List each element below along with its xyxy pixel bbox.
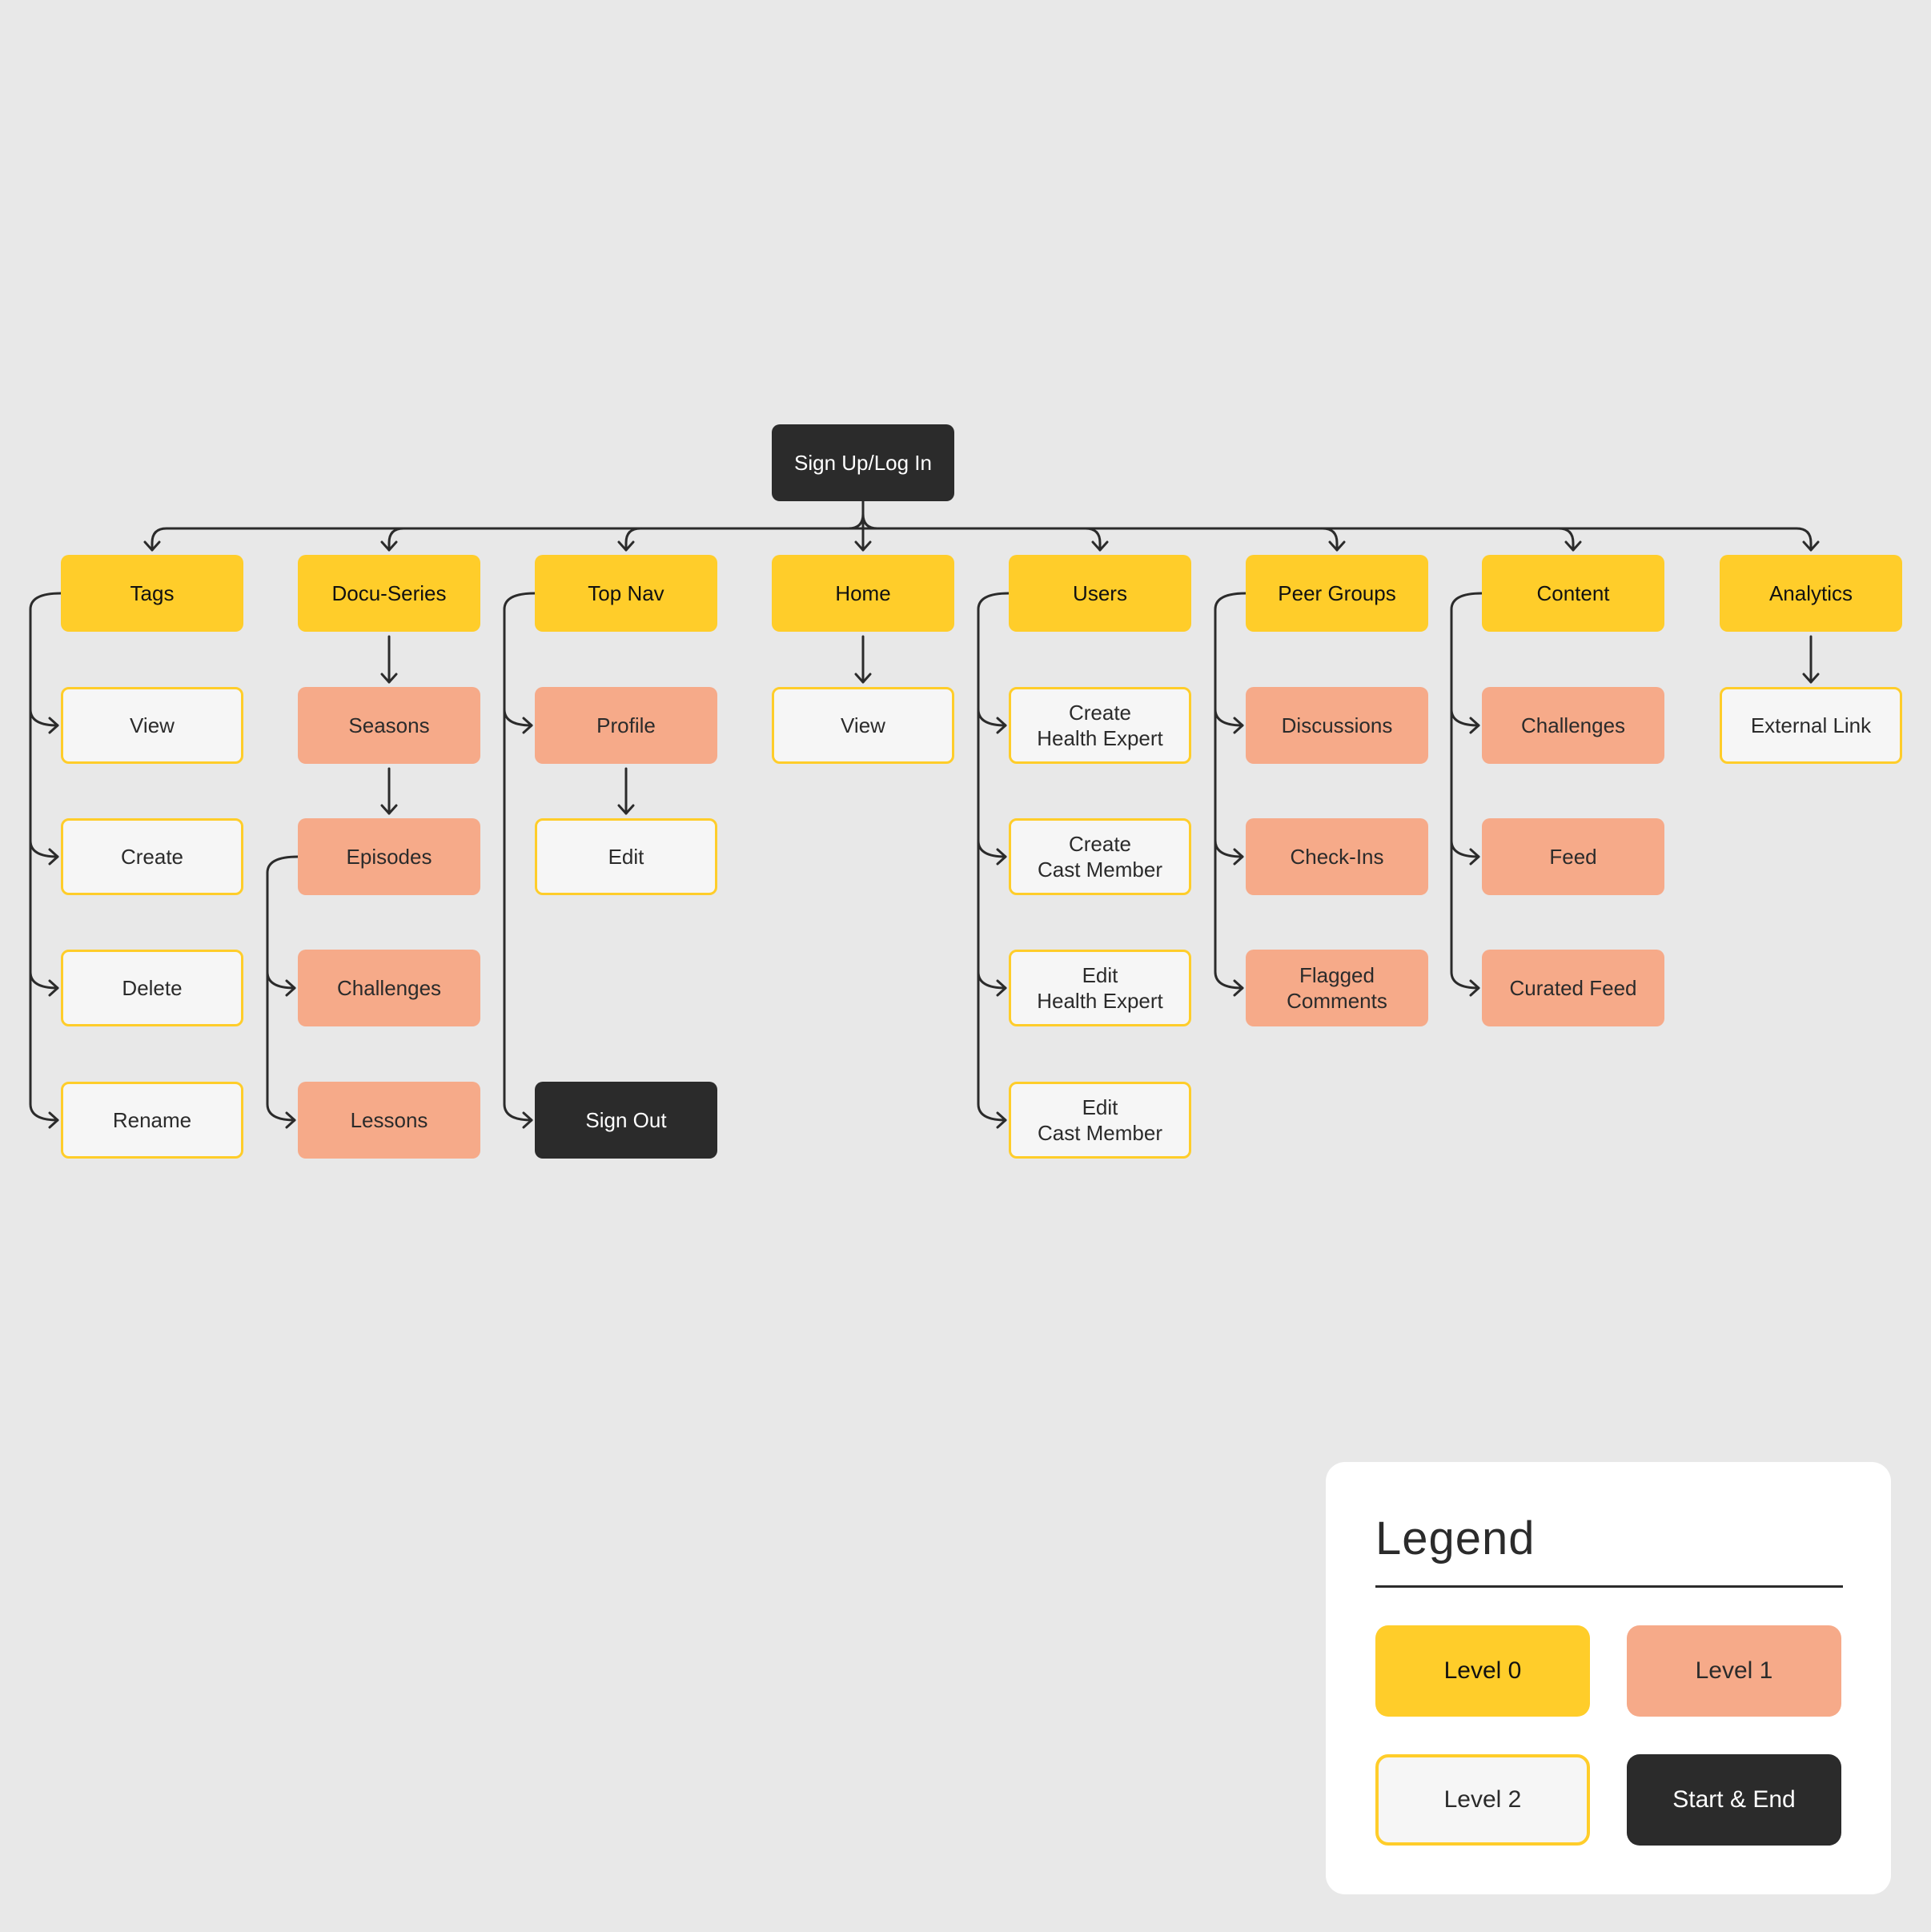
node-analytics[interactable]: Analytics	[1720, 555, 1902, 632]
node-feed[interactable]: Feed	[1482, 818, 1664, 895]
connector-content-spine	[1450, 592, 1483, 990]
connector-users-branch-1	[977, 839, 1007, 858]
connector-tags-branch-2	[29, 970, 59, 990]
connector-root-join-right	[861, 512, 879, 530]
legend-level-1: Level 1	[1627, 1625, 1841, 1717]
arrow-root-2	[617, 540, 635, 552]
connector-profile-edit-arrow	[617, 804, 635, 815]
legend-start-end: Start & End	[1627, 1754, 1841, 1846]
connector-users-branch-0	[977, 708, 1007, 727]
arrow-root-7	[1802, 540, 1820, 552]
connector-episodes-arrow-1	[285, 1111, 296, 1129]
connector-topnav-branch-0	[503, 708, 533, 727]
connector-content-arrow-2	[1469, 979, 1480, 997]
connector-peer-arrow-1	[1233, 848, 1244, 866]
legend-level-2: Level 2	[1375, 1754, 1590, 1846]
node-peer-groups[interactable]: Peer Groups	[1246, 555, 1428, 632]
connector-seasons-episodes-arrow	[380, 804, 398, 815]
connector-tags-arrow-2	[48, 979, 59, 997]
node-tags[interactable]: Tags	[61, 555, 243, 632]
node-docu-series[interactable]: Docu-Series	[298, 555, 480, 632]
connector-root-5	[1321, 527, 1339, 552]
node-curated-feed[interactable]: Curated Feed	[1482, 950, 1664, 1026]
node-sign-out[interactable]: Sign Out	[535, 1082, 717, 1159]
node-edit-cast-member[interactable]: Edit Cast Member	[1009, 1082, 1191, 1159]
connector-root-7	[1795, 527, 1813, 552]
connector-tags-arrow-3	[48, 1111, 59, 1129]
node-sign-up-log-in[interactable]: Sign Up/Log In	[772, 424, 954, 501]
connector-tags-branch-0	[29, 708, 59, 727]
node-content[interactable]: Content	[1482, 555, 1664, 632]
connector-tags-branch-1	[29, 839, 59, 858]
connector-topnav-arrow-0	[522, 717, 533, 734]
connector-tags-arrow-1	[48, 848, 59, 866]
node-home-view[interactable]: View	[772, 687, 954, 764]
node-home[interactable]: Home	[772, 555, 954, 632]
arrow-root-3	[854, 540, 872, 552]
node-docu-challenges[interactable]: Challenges	[298, 950, 480, 1026]
connector-episodes-arrow-0	[285, 979, 296, 997]
connector-root-4	[1084, 527, 1102, 552]
node-episodes[interactable]: Episodes	[298, 818, 480, 895]
connector-root-6	[1557, 527, 1575, 552]
connector-topnav-spine	[503, 592, 536, 1122]
connector-users-spine	[977, 592, 1010, 1122]
node-top-nav[interactable]: Top Nav	[535, 555, 717, 632]
node-tags-delete[interactable]: Delete	[61, 950, 243, 1026]
node-check-ins[interactable]: Check-Ins	[1246, 818, 1428, 895]
connector-tags-spine	[29, 592, 62, 1122]
arrow-root-1	[380, 540, 398, 552]
arrow-root-4	[1091, 540, 1109, 552]
legend-title: Legend	[1375, 1512, 1536, 1564]
connector-peer-arrow-0	[1233, 717, 1244, 734]
connector-users-arrow-2	[996, 979, 1007, 997]
node-users[interactable]: Users	[1009, 555, 1191, 632]
connector-content-branch-0	[1450, 708, 1480, 727]
node-create-health-expert[interactable]: Create Health Expert	[1009, 687, 1191, 764]
connector-content-arrow-1	[1469, 848, 1480, 866]
connector-peer-arrow-2	[1233, 979, 1244, 997]
connector-root-join-left	[847, 512, 865, 530]
connector-users-arrow-0	[996, 717, 1007, 734]
connector-root-0	[151, 527, 168, 552]
node-edit-health-expert[interactable]: Edit Health Expert	[1009, 950, 1191, 1026]
connector-topnav-arrow-1	[522, 1111, 533, 1129]
connector-peer-branch-1	[1214, 839, 1244, 858]
node-lessons[interactable]: Lessons	[298, 1082, 480, 1159]
node-profile-edit[interactable]: Edit	[535, 818, 717, 895]
node-create-cast-member[interactable]: Create Cast Member	[1009, 818, 1191, 895]
node-content-challenges[interactable]: Challenges	[1482, 687, 1664, 764]
connector-episodes-branch-0	[266, 970, 296, 990]
node-external-link[interactable]: External Link	[1720, 687, 1902, 764]
node-discussions[interactable]: Discussions	[1246, 687, 1428, 764]
connector-episodes-spine	[266, 855, 299, 1122]
connector-docu-seasons-arrow	[380, 673, 398, 684]
legend-level-0: Level 0	[1375, 1625, 1590, 1717]
legend-panel: Legend Level 0 Level 1 Level 2 Start & E…	[1326, 1462, 1891, 1894]
connector-users-branch-2	[977, 970, 1007, 990]
connector-peer-spine	[1214, 592, 1247, 990]
node-flagged-comments[interactable]: Flagged Comments	[1246, 950, 1428, 1026]
node-seasons[interactable]: Seasons	[298, 687, 480, 764]
legend-divider	[1375, 1585, 1843, 1588]
arrow-root-0	[143, 540, 161, 552]
arrow-root-6	[1564, 540, 1582, 552]
node-tags-create[interactable]: Create	[61, 818, 243, 895]
connector-users-arrow-1	[996, 848, 1007, 866]
connector-content-arrow-0	[1469, 717, 1480, 734]
connector-root-1	[387, 527, 405, 552]
connector-tags-arrow-0	[48, 717, 59, 734]
node-profile[interactable]: Profile	[535, 687, 717, 764]
node-tags-view[interactable]: View	[61, 687, 243, 764]
connector-analytics-link-arrow	[1802, 673, 1820, 684]
connector-peer-branch-0	[1214, 708, 1244, 727]
connector-home-view-arrow	[854, 673, 872, 684]
connector-content-branch-1	[1450, 839, 1480, 858]
node-tags-rename[interactable]: Rename	[61, 1082, 243, 1159]
arrow-root-5	[1328, 540, 1346, 552]
connector-users-arrow-3	[996, 1111, 1007, 1129]
connector-root-2	[624, 527, 642, 552]
